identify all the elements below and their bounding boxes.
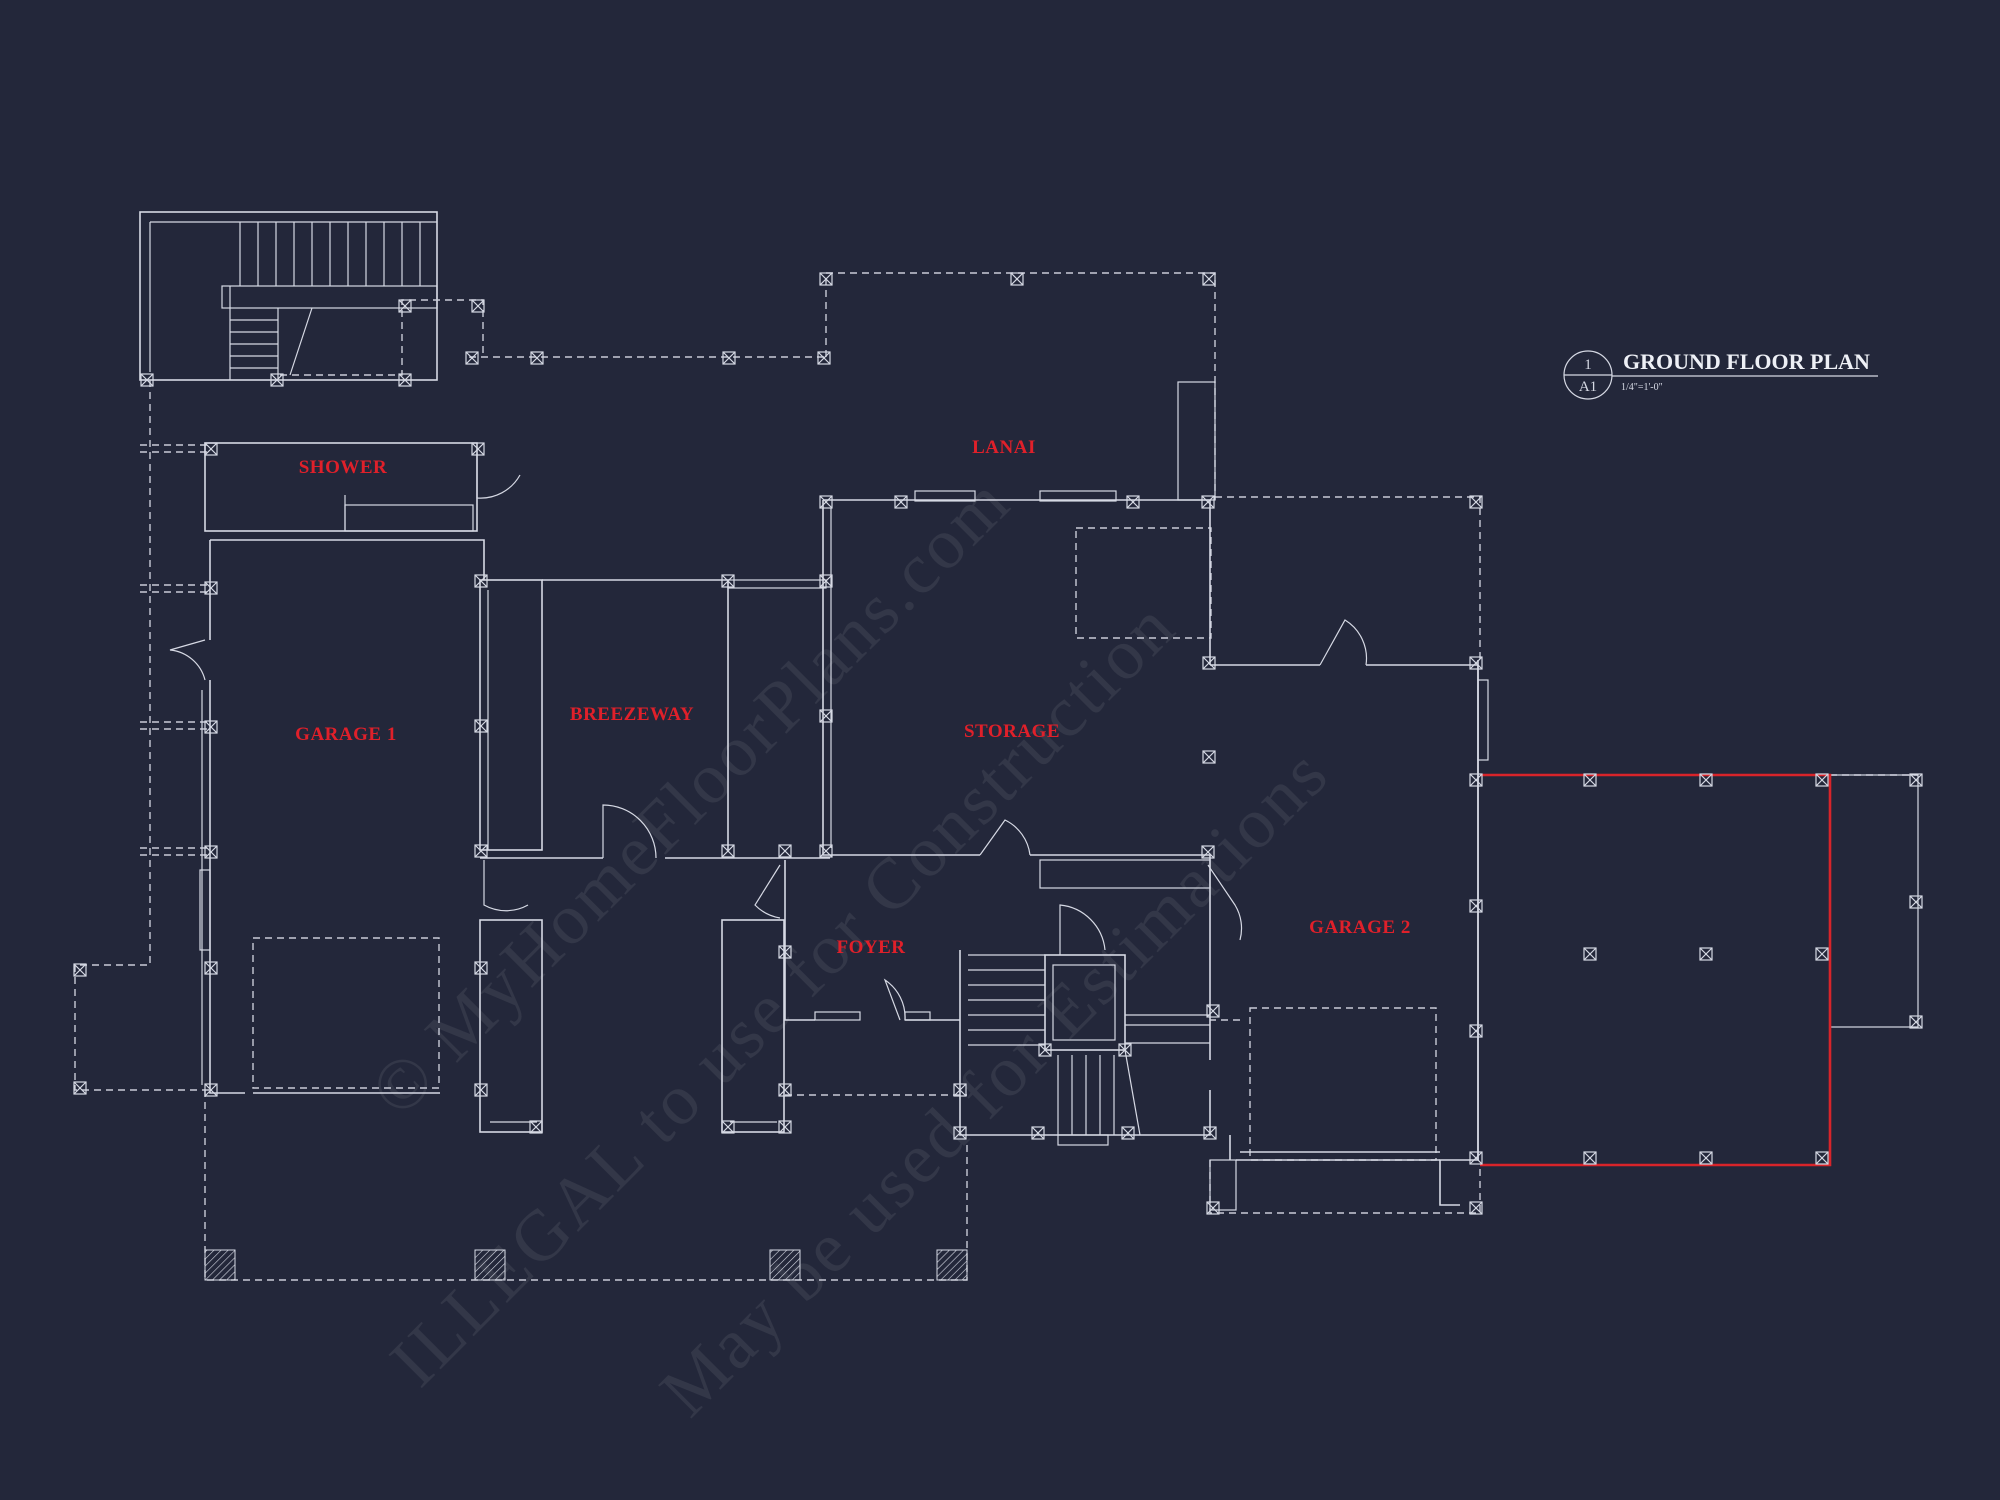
room-label-breezeway: BREEZEWAY xyxy=(570,704,694,725)
red-highlight-porch xyxy=(1480,773,1832,1167)
drawing-scale: 1/4"=1'-0" xyxy=(1621,382,1663,393)
doors xyxy=(169,453,1368,1021)
room-label-garage-1: GARAGE 1 xyxy=(295,724,397,745)
drawing-title: GROUND FLOOR PLAN xyxy=(1623,349,1870,374)
room-label-storage: STORAGE xyxy=(964,721,1060,742)
exterior-stair xyxy=(139,211,438,381)
room-labels: SHOWER LANAI GARAGE 1 BREEZEWAY STORAGE … xyxy=(295,437,1411,958)
room-label-lanai: LANAI xyxy=(972,437,1036,458)
sheet-number: A1 xyxy=(1579,379,1597,395)
room-label-foyer: FOYER xyxy=(837,937,906,958)
room-label-shower: SHOWER xyxy=(299,457,388,478)
title-block: 1 A1 GROUND FLOOR PLAN 1/4"=1'-0" xyxy=(1563,349,1878,400)
hatched-piers xyxy=(204,1249,968,1281)
walls xyxy=(199,381,1919,1211)
detail-number: 1 xyxy=(1584,357,1592,373)
room-label-garage-2: GARAGE 2 xyxy=(1309,917,1411,938)
